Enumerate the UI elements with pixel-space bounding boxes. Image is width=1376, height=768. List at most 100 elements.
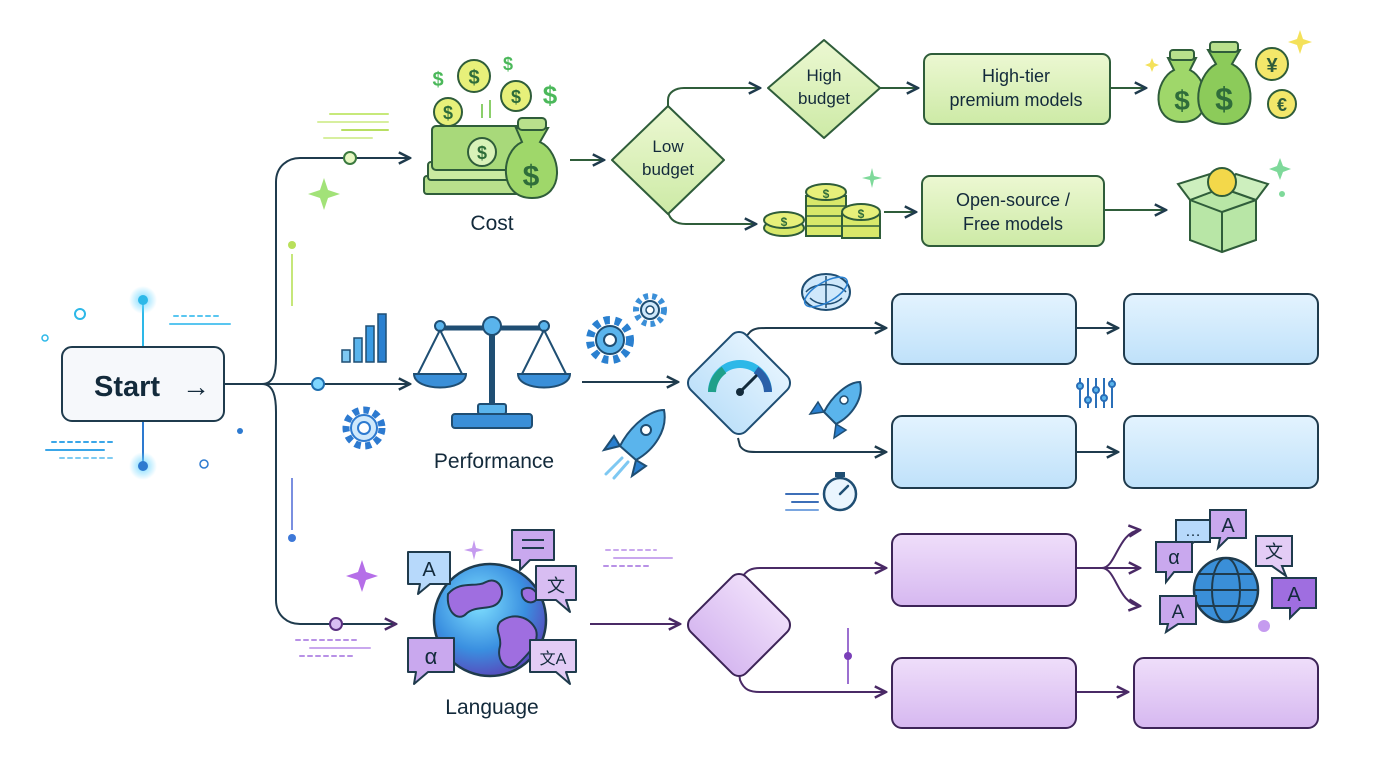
letter-a: A (422, 559, 436, 581)
euro-coin (1267, 89, 1297, 119)
high-tier-box[interactable] (923, 53, 1111, 125)
high-tier-line2: premium models (949, 90, 1082, 110)
floating-dollar: $ (503, 54, 513, 74)
coins-icon: $ $ $ (763, 183, 881, 239)
start-box[interactable] (61, 346, 225, 422)
high-budget-diamond[interactable] (767, 39, 881, 139)
alpha-glyph: α (425, 644, 438, 669)
start-label: Start (94, 371, 160, 403)
dot-accent-4 (237, 428, 243, 434)
brain-icon (801, 273, 851, 311)
gauge-to-box-2 (737, 437, 886, 452)
floating-coins: $ $ $ $ $ $ (432, 54, 558, 127)
purple-dot (1258, 620, 1270, 632)
letter-a: A (1287, 584, 1301, 606)
speedometer-diamond[interactable] (684, 328, 794, 438)
connectors (142, 88, 1166, 692)
coin-dollar: $ (781, 215, 788, 229)
bag-dollar: $ (1174, 85, 1190, 116)
coin-dollar: $ (858, 207, 865, 221)
coin-dollar: $ (511, 87, 521, 107)
high-budget-line1: High (807, 66, 842, 85)
cost-node-dot (343, 151, 357, 165)
dot-accent-6 (288, 534, 296, 542)
speech-bubble-icon (511, 529, 555, 571)
diamond-to-box-1 (737, 568, 886, 587)
accents (41, 113, 852, 684)
euro-symbol: € (1277, 95, 1287, 115)
coin-dollar: $ (823, 187, 830, 201)
speech-bubble-icon: 文A (529, 639, 577, 685)
dot-accent-5 (288, 241, 296, 249)
cost-icon-group: $ $ $ $ $ $ $ $ Cost (423, 54, 558, 235)
low-budget-line1: Low (652, 137, 684, 156)
performance-node-dot (311, 377, 325, 391)
ellipsis-glyph: … (1185, 523, 1201, 540)
performance-box-1[interactable] (891, 293, 1077, 365)
speedometer-node[interactable] (684, 328, 794, 438)
blue-dot-bottom (138, 461, 148, 471)
speech-bubble-icon: α (407, 637, 455, 685)
speed-lines (45, 113, 819, 657)
ring-accent-1 (74, 308, 86, 320)
language-label: Language (445, 696, 538, 719)
diamond-to-box-2 (737, 663, 886, 692)
start-node[interactable]: Start → (61, 346, 225, 422)
speech-bubble-icon: A (407, 551, 451, 595)
language-box-1[interactable] (891, 533, 1077, 607)
language-branch-line (261, 383, 396, 624)
dot-accent-7 (844, 652, 852, 660)
free-models-line2: Free models (963, 214, 1063, 234)
floating-dollar: $ (432, 69, 443, 91)
yen-symbol: ¥ (1266, 55, 1278, 77)
stopwatch-icon (822, 472, 858, 512)
start-arrow-icon: → (182, 371, 210, 402)
coin-dollar: $ (468, 67, 479, 89)
open-box-icon (1176, 167, 1270, 254)
rocket-icon (808, 380, 862, 440)
lang-fan-top (1101, 530, 1140, 569)
performance-box-2[interactable] (891, 415, 1077, 489)
high-tier-models-node[interactable]: High-tier premium models (923, 53, 1111, 125)
high-budget-line2: budget (798, 89, 850, 108)
lang-fan-bottom (1101, 567, 1140, 606)
floating-dollar: $ (543, 80, 558, 110)
ring-accent-3 (199, 459, 209, 469)
balance-scale-icon (412, 316, 572, 429)
to-coins (667, 211, 756, 224)
performance-box-3[interactable] (1123, 293, 1319, 365)
alpha-glyph: α (1168, 547, 1180, 569)
language-box-2[interactable] (891, 657, 1077, 729)
letter-a: A (1221, 515, 1235, 537)
language-node-dot (329, 617, 343, 631)
cost-branch-line (261, 158, 410, 385)
free-models-node[interactable]: Open-source / Free models (921, 175, 1105, 247)
performance-label: Performance (434, 450, 554, 473)
money-bag-icon: $ (504, 117, 558, 200)
translate-glyph: 文 (547, 576, 565, 596)
performance-box-4[interactable] (1123, 415, 1319, 489)
bag-dollar: $ (1215, 81, 1233, 117)
sparkle-icon (308, 30, 1312, 632)
high-budget-node[interactable]: High budget (767, 39, 881, 139)
cyan-dot-top (138, 295, 148, 305)
translate-glyph: 文A (540, 650, 567, 668)
money-bags-icon: $ $ ¥ € (1157, 41, 1297, 126)
free-models-box[interactable] (921, 175, 1105, 247)
free-models-line1: Open-source / (956, 190, 1070, 210)
to-high-budget (667, 88, 760, 108)
bag-dollar: $ (523, 160, 540, 193)
letter-a: A (1172, 602, 1185, 623)
low-budget-diamond[interactable] (611, 105, 725, 215)
low-budget-node[interactable]: Low budget (611, 105, 725, 215)
rocket-icon (601, 408, 666, 480)
globe-icon (432, 562, 548, 678)
language-diamond[interactable] (684, 570, 794, 680)
high-tier-line1: High-tier (982, 66, 1050, 86)
translate-glyph: 文 (1265, 542, 1283, 562)
yen-coin (1255, 47, 1289, 81)
language-box-3[interactable] (1133, 657, 1319, 729)
multilingual-globe-icon: … A α 文 A A (1155, 509, 1317, 635)
